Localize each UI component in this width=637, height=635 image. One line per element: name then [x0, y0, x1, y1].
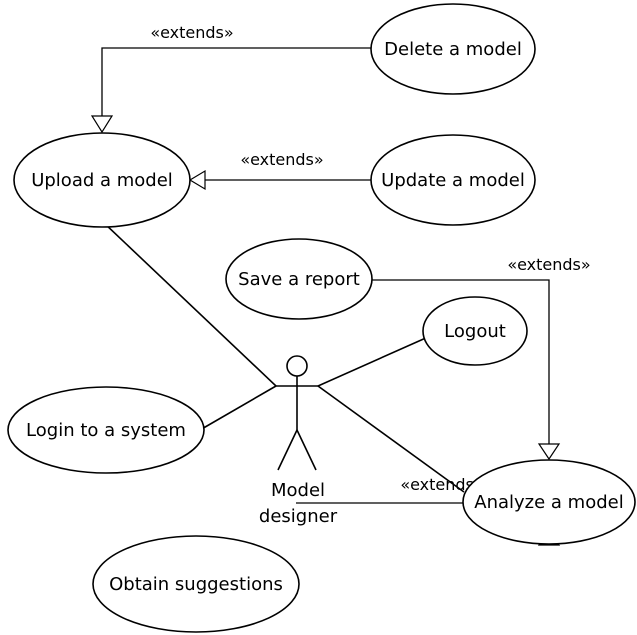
- extends-line-save-analyze: [372, 279, 550, 444]
- use-case-login: Login to a system: [7, 386, 205, 474]
- actor-name-line2: designer: [259, 506, 338, 527]
- use-case-obtain-suggestions: Obtain suggestions: [92, 535, 300, 633]
- use-case-update-model: Update a model: [370, 134, 536, 226]
- extends-arrowhead-analyze-top: [537, 443, 561, 461]
- association-logout-actor: [317, 336, 429, 387]
- extends-label-delete-upload: «extends»: [150, 23, 233, 42]
- use-case-label: Logout: [444, 321, 506, 342]
- extends-label-update-upload: «extends»: [240, 150, 323, 169]
- use-case-label: Save a report: [238, 269, 360, 290]
- use-case-delete-model: Delete a model: [370, 3, 536, 95]
- use-case-label: Login to a system: [26, 420, 186, 441]
- actor-model-designer: Model designer: [259, 355, 338, 527]
- actor-left-leg: [277, 429, 298, 471]
- use-case-label: Delete a model: [384, 39, 522, 60]
- actor-head: [286, 355, 308, 377]
- extends-arrowhead-upload-top: [90, 115, 114, 134]
- use-case-logout: Logout: [422, 296, 528, 366]
- association-upload-actor: [102, 221, 277, 387]
- extends-label-suggest-analyze: «extends»: [400, 475, 483, 494]
- use-case-label: Update a model: [381, 170, 525, 191]
- actor-name-line1: Model: [271, 480, 325, 501]
- actor-right-leg: [296, 429, 317, 471]
- use-case-label: Obtain suggestions: [109, 574, 283, 595]
- extends-arrowhead-upload-right: [188, 169, 206, 191]
- association-analyze-actor: [317, 385, 465, 493]
- use-case-analyze-model: Analyze a model: [462, 459, 636, 545]
- association-login-actor: [199, 385, 277, 431]
- extends-label-save-analyze: «extends»: [507, 255, 590, 274]
- use-case-label: Analyze a model: [474, 492, 623, 513]
- extends-line-delete-upload: [101, 47, 372, 116]
- use-case-label: Upload a model: [31, 170, 173, 191]
- use-case-upload-model: Upload a model: [13, 132, 191, 228]
- use-case-save-report: Save a report: [225, 238, 373, 320]
